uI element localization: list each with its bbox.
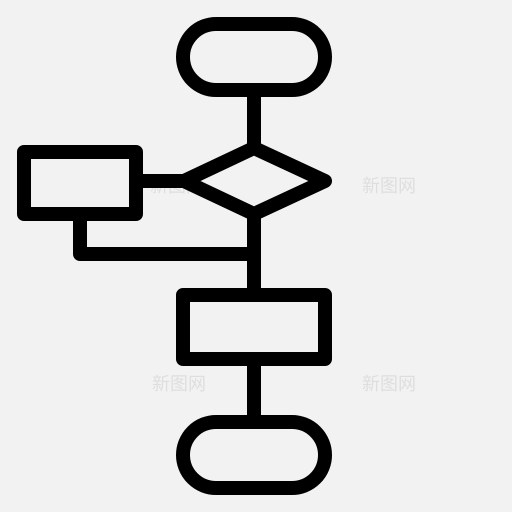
main-process-box (176, 288, 332, 366)
watermark-text: 新图网 (152, 374, 206, 395)
connector-box-to-main (73, 207, 261, 261)
watermark-text: 新图网 (362, 176, 416, 197)
watermark-text: 新图网 (362, 374, 416, 395)
end-terminal-shape (176, 415, 332, 495)
watermark-layer: 新图网 新图网 新图网 新图网 (150, 176, 416, 395)
start-terminal-shape (176, 17, 332, 97)
decision-diamond-shape (177, 141, 332, 221)
side-process-box (17, 145, 143, 221)
